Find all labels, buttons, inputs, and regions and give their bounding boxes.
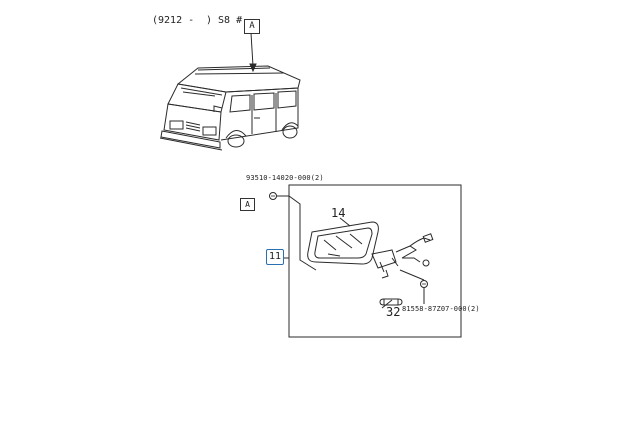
view-marker-top: A — [244, 19, 260, 34]
van-illustration — [160, 66, 300, 150]
leader-lens — [340, 218, 350, 226]
leader-bulb — [382, 300, 392, 308]
view-arrow-line — [251, 33, 253, 66]
view-marker-detail: A — [240, 198, 255, 211]
part-ref-32: 32 — [386, 305, 401, 319]
bulb-part — [380, 299, 402, 305]
leader-top-screw — [273, 196, 316, 270]
leader-screw-to-socket — [400, 270, 424, 280]
lamp-lens-assembly — [308, 222, 379, 264]
view-arrow-head — [250, 64, 256, 71]
part-code-top: 93510-14020-000(2) — [246, 174, 324, 182]
detail-frame — [289, 185, 461, 337]
lamp-socket-assembly — [372, 234, 433, 278]
model-code-text: ) S8 # — [206, 15, 243, 26]
model-range-text: (9212 - — [152, 15, 195, 26]
part-ref-14: 14 — [331, 206, 346, 220]
part-code-bottom: 81558-87Z07-000(2) — [402, 305, 480, 313]
callout-group-11[interactable]: 11 — [266, 249, 284, 265]
